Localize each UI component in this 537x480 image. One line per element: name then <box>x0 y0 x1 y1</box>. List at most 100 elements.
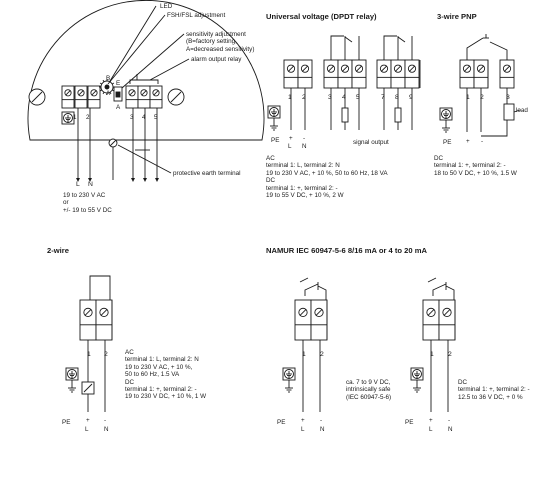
signal-output-label: signal output <box>353 139 389 146</box>
namur-left-terminal-2-block <box>310 299 328 341</box>
pnp-terminal-1-screw-slot <box>463 65 471 72</box>
two-wire-n: N <box>104 426 109 433</box>
namur-left-switch <box>304 283 319 296</box>
two-wire-terminal-1-block <box>79 299 97 341</box>
dpdt-terminal-4-screw-slot <box>341 65 349 72</box>
protective-earth-callout: protective earth terminal <box>173 170 241 177</box>
dpdt-terminal-8-screw-slot <box>394 65 402 72</box>
dpdt-terminal-2-block <box>297 59 313 89</box>
pnp-load <box>503 103 515 121</box>
two-wire-loop <box>89 275 111 300</box>
namur-right-terminal-2-screw-slot <box>443 308 451 316</box>
namur-right-terminal-1: 1 <box>430 351 434 358</box>
fsh-fsl-callout: FSH/FSL adjustment <box>167 12 226 19</box>
two-wire-terminal-2: 2 <box>104 351 108 358</box>
namur-left-sensor <box>299 277 309 283</box>
led-dial-tick <box>111 82 115 85</box>
dpdt-minus: - <box>303 135 306 142</box>
dpdt-pe-label: PE <box>271 137 280 144</box>
dpdt-terminal-9-block <box>404 59 420 89</box>
namur-left-terminal-1-screw-slot <box>299 308 307 316</box>
dpdt-terminal-5-screw-slot <box>355 65 363 72</box>
namur-left-terminal-2: 2 <box>320 351 324 358</box>
two-wire-relay-coil <box>83 383 93 393</box>
namur-left-pe: PE <box>277 419 286 426</box>
dpdt-terminal-3: 3 <box>328 94 332 101</box>
namur-right-spec: DC terminal 1: +, terminal 2: - 12.5 to … <box>458 379 530 401</box>
alarm-relay-callout: alarm output relay <box>191 56 242 63</box>
pnp-minus: - <box>481 138 484 145</box>
housing-terminal-2: 2 <box>86 114 90 121</box>
dpdt-title: Universal voltage (DPDT relay) <box>266 12 377 21</box>
namur-right-terminal-2-block <box>438 299 456 341</box>
namur-right-sensor <box>427 277 437 283</box>
knob-label-e: E <box>116 80 121 87</box>
callout-fsh <box>107 14 166 85</box>
namur-left-plus: + <box>301 417 305 424</box>
pnp-terminal-1-block <box>459 59 475 89</box>
dpdt-terminal-7-block <box>376 59 392 89</box>
pnp-plus: + <box>466 138 470 145</box>
housing-terminal-1: 1 <box>73 114 77 121</box>
pe-terminal-slot <box>109 139 117 147</box>
housing-power-terminal-2-screw-slot <box>91 90 97 96</box>
housing-wire-arrow-0 <box>76 178 80 182</box>
pnp-load-label: load <box>516 107 528 114</box>
dpdt-terminal-1: 1 <box>288 94 292 101</box>
housing-supply-text: 19 to 230 V AC or +/- 19 to 55 V DC <box>63 192 112 214</box>
callout-alarm <box>149 58 190 81</box>
housing-wire-arrow-1 <box>88 178 92 182</box>
pnp-terminal-3: 3 <box>506 94 510 101</box>
pnp-title: 3-wire PNP <box>437 12 477 21</box>
namur-right-switch <box>432 283 447 296</box>
namur-left-terminal-1: 1 <box>302 351 306 358</box>
pnp-pe-label: PE <box>443 139 452 146</box>
dpdt-terminal-3-screw-slot <box>327 65 335 72</box>
led-dial-tick <box>99 89 103 92</box>
dpdt-spec: AC terminal 1: L, terminal 2: N 19 to 23… <box>266 155 388 200</box>
namur-left-terminal-1-block <box>294 299 312 341</box>
housing-l-label: L <box>76 181 80 188</box>
housing-relay-terminal-2-screw-slot <box>153 90 159 96</box>
namur-left-terminal-2-screw-slot <box>315 308 323 316</box>
dial-label-b: B <box>106 75 111 82</box>
pnp-terminal-3-block <box>499 59 515 89</box>
namur-right-n: N <box>448 426 453 433</box>
namur-title: NAMUR IEC 60947-5-6 8/16 mA or 4 to 20 m… <box>266 246 427 255</box>
namur-right-pe: PE <box>405 419 414 426</box>
dpdt-terminal-9: 9 <box>409 94 413 101</box>
housing-wire-arrow-3 <box>143 178 147 182</box>
dpdt-terminal-5: 5 <box>356 94 360 101</box>
pnp-terminal-2-screw-slot <box>477 65 485 72</box>
dpdt-terminal-4-block <box>337 59 353 89</box>
sensitivity-callout: sensitivity adjustment (B=factory settin… <box>186 31 255 53</box>
sensitivity-switch-lever <box>115 91 121 98</box>
namur-right-plus: + <box>429 417 433 424</box>
dpdt-terminal-8: 8 <box>395 94 399 101</box>
dial-label-a: A <box>106 90 111 97</box>
housing-power-terminal-1-screw-slot <box>78 90 84 96</box>
two-wire-spec: AC terminal 1: L, terminal 2: N 19 to 23… <box>125 349 207 401</box>
dpdt-contact-a-blade <box>344 36 353 43</box>
led-dial-tick <box>102 79 105 83</box>
namur-right-minus: - <box>448 417 451 424</box>
led-dial-tick <box>109 91 112 95</box>
pnp-terminal-3-screw-slot <box>503 65 511 72</box>
dpdt-terminal-1-block <box>283 59 299 89</box>
dpdt-terminal-1-screw-slot <box>287 65 295 72</box>
namur-left-n: N <box>320 426 325 433</box>
namur-left-switch-out <box>317 285 327 300</box>
dpdt-terminal-4: 4 <box>342 94 346 101</box>
dpdt-contact-b-blade <box>397 36 406 43</box>
namur-left-spec: ca. 7 to 9 V DC, intrinsically safe (IEC… <box>346 379 392 401</box>
namur-left-minus: - <box>320 417 323 424</box>
dpdt-terminal-9-screw-slot <box>408 65 416 72</box>
callout-pe <box>117 144 172 174</box>
housing-relay-terminal-0-screw-slot <box>129 90 135 96</box>
led-dial-tick <box>102 91 105 95</box>
dpdt-terminal-2-screw-slot <box>301 65 309 72</box>
housing-terminal-5: 5 <box>154 114 158 121</box>
pnp-switch-right <box>489 41 508 60</box>
